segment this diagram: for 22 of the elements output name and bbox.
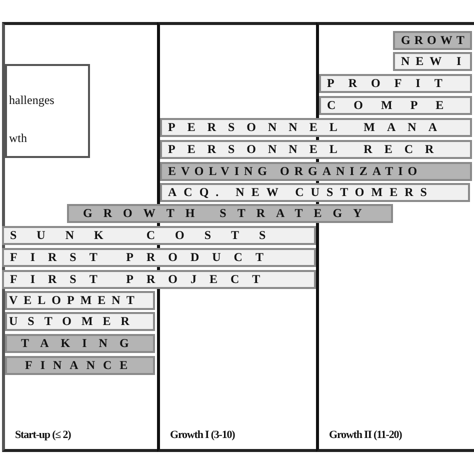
- stage-label: Growth II (11-20): [329, 429, 402, 441]
- challenge-bar: USTOMER: [5, 312, 155, 331]
- legend-text: hallenges: [9, 93, 54, 108]
- challenge-bar: EVOLVING ORGANIZATIO: [160, 162, 472, 181]
- challenge-bar: FINANCE: [5, 356, 155, 375]
- challenge-bar: PERSONNEL RECR: [160, 140, 472, 159]
- legend-text: wth: [9, 131, 27, 146]
- stage-label: Growth I (3-10): [170, 429, 235, 441]
- challenge-bar: ACQ. NEW CUSTOMERS: [160, 183, 470, 202]
- challenge-bar: FIRST PROJECT: [2, 270, 316, 289]
- challenge-bar: PROFIT: [319, 74, 472, 93]
- challenge-bar: GROWT: [393, 31, 472, 50]
- challenge-bar: PERSONNEL MANA: [160, 118, 472, 137]
- stage-label: Start-up (≤ 2): [15, 429, 71, 441]
- challenge-bar: FIRST PRODUCT: [2, 248, 316, 267]
- challenge-bar: COMPE: [319, 96, 472, 115]
- challenge-bar: NEW I: [393, 52, 472, 71]
- challenge-bar: TAKING: [5, 334, 155, 353]
- challenge-bar: SUNK COSTS: [2, 226, 316, 245]
- challenge-bar: VELOPMENT: [5, 291, 155, 310]
- challenge-bar: GROWTH STRATEGY: [67, 204, 393, 223]
- legend-box: [5, 64, 90, 158]
